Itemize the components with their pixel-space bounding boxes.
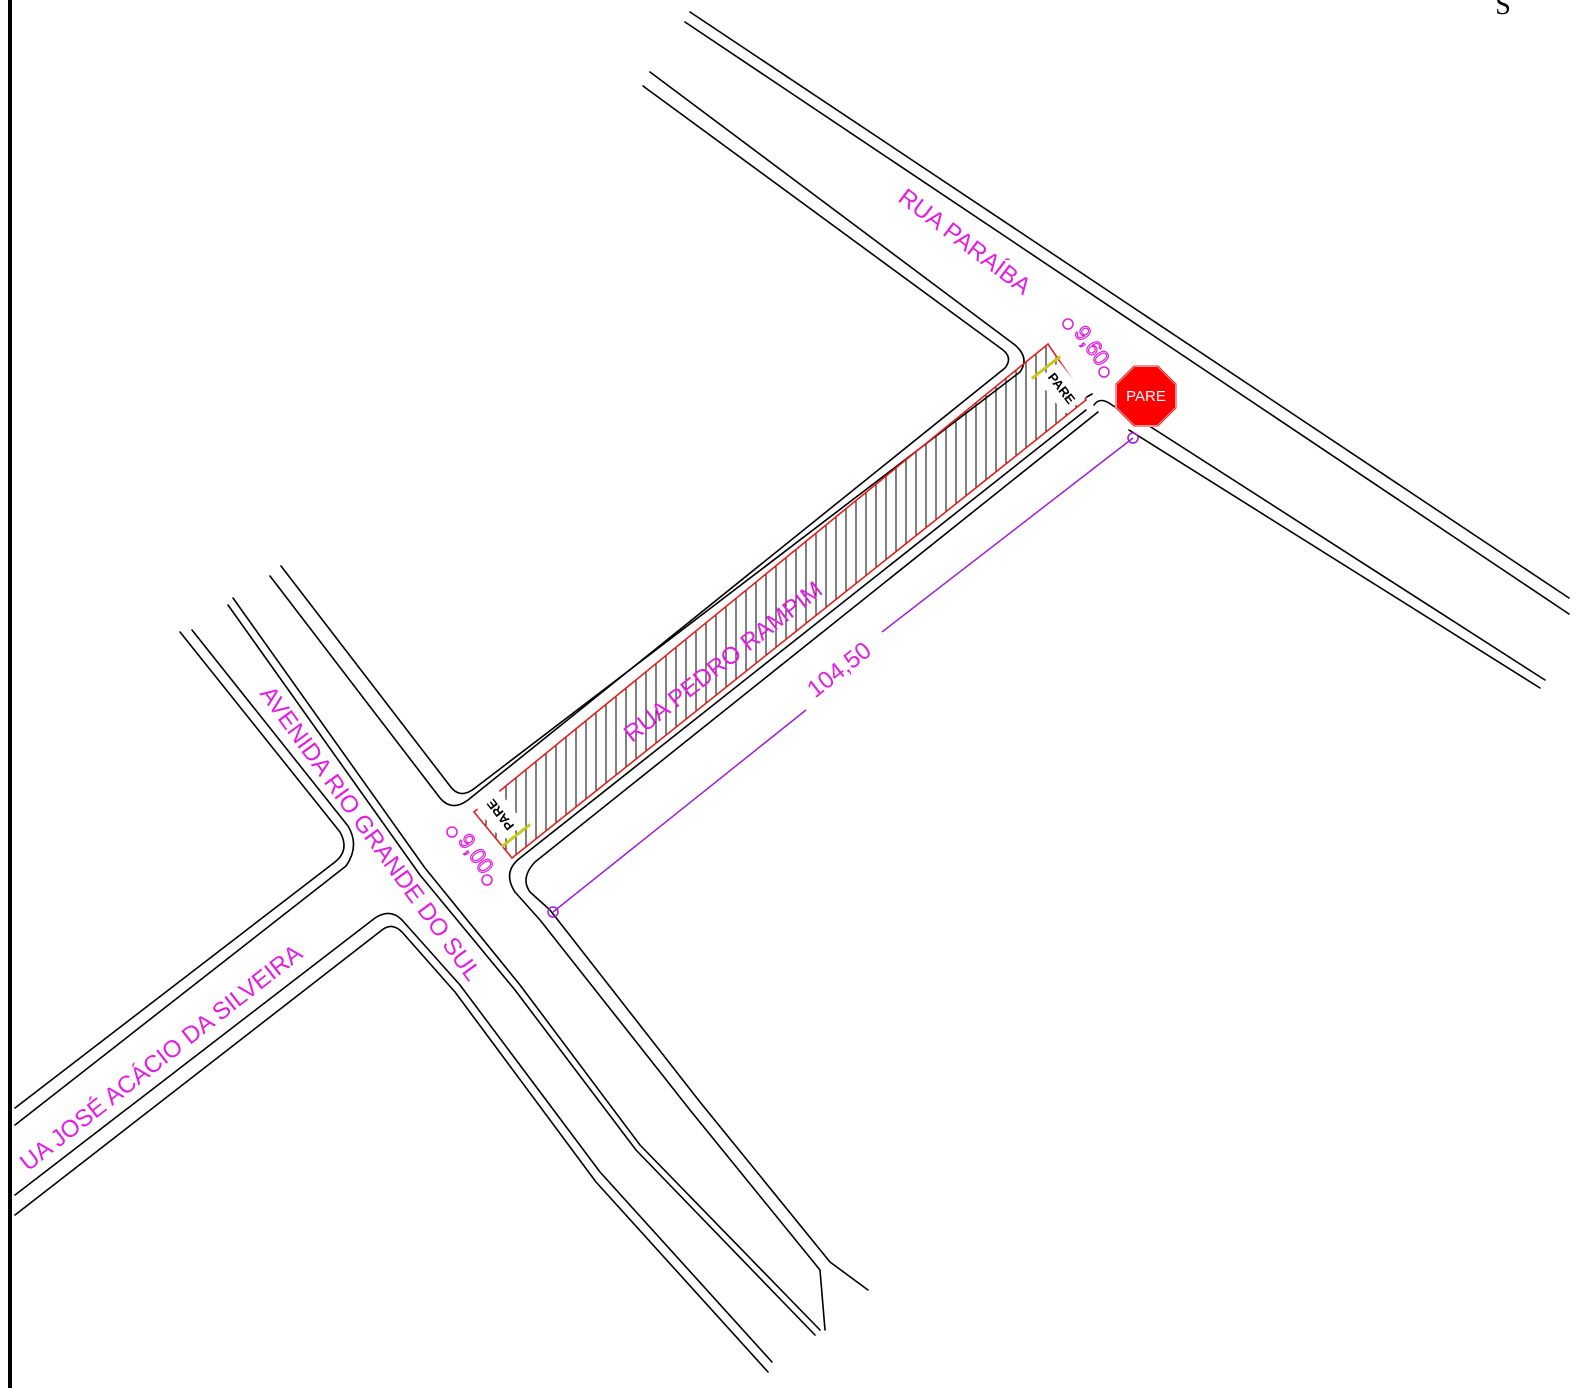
dimension-width-bottom: 9,00 <box>446 826 499 886</box>
road-rua-paraiba <box>684 11 1570 689</box>
corner-letter: S <box>1495 0 1511 21</box>
hatched-area <box>472 342 1088 860</box>
road-avenida-rio-grande-do-sul <box>14 597 821 1373</box>
dimension-width-top-label: 9,60 <box>1069 321 1114 370</box>
dimension-length: 104,50 <box>547 432 1139 918</box>
road-rua-pedro-rampim <box>508 393 1121 1331</box>
stop-sign: PARE <box>1115 365 1177 427</box>
dimension-length-label: 104,50 <box>802 637 876 703</box>
road-block-north <box>269 71 1025 807</box>
dimension-width-bottom-label: 9,00 <box>453 829 498 878</box>
street-label-rua-pedro-rampim: RUA PEDRO RAMPIM <box>619 576 828 748</box>
dimension-width-top: 9,60 <box>1062 318 1115 378</box>
street-label-rua-jose-acacio: UA JOSÉ ACÁCIO DA SILVEIRA <box>15 940 308 1177</box>
road-marking-top: PARE <box>1030 355 1087 414</box>
stop-sign-text: PARE <box>1126 388 1166 405</box>
hatched-area-border <box>472 342 1088 860</box>
